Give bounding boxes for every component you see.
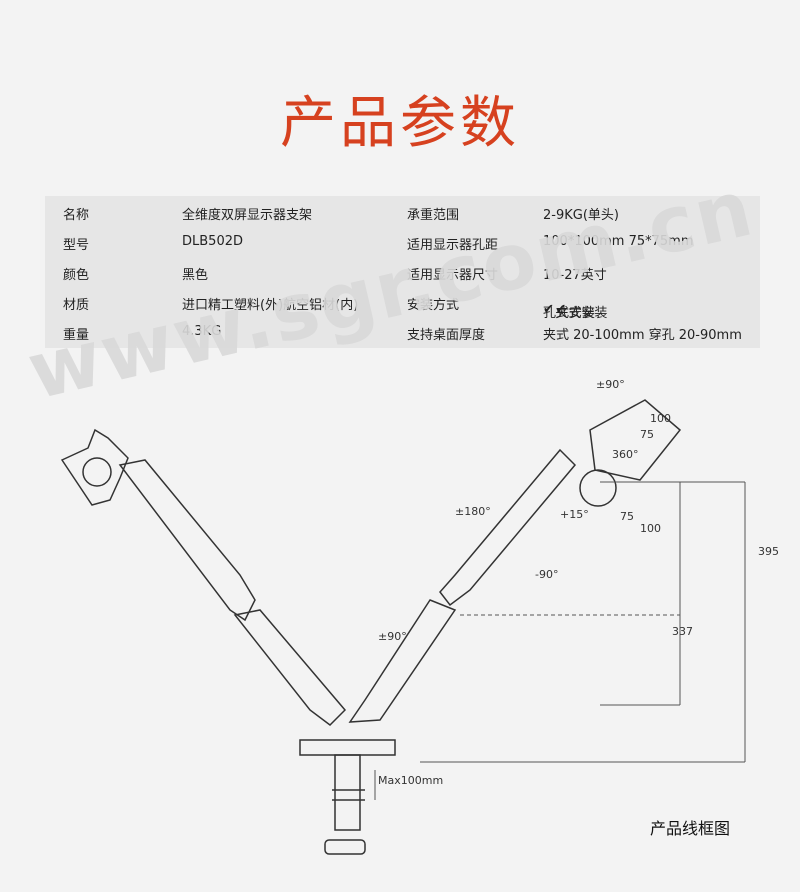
dim-label: 75 <box>640 428 654 441</box>
spec-value: 100*100mm 75*75mm <box>543 234 694 249</box>
dim-height: 395 <box>758 545 779 558</box>
dim-label: 75 <box>620 510 634 523</box>
spec-value: 4.3KG <box>182 324 222 339</box>
spec-value: 进口精工塑料(外)航空铝材(内) <box>182 298 359 313</box>
mount-diagram: ±90° ±180° ±90° 360° +15° -90° 100 75 75… <box>60 378 779 855</box>
base <box>299 739 396 756</box>
dim-height: 337 <box>672 625 693 638</box>
product-line-drawing: ±90° ±180° ±90° 360° +15° -90° 100 75 75… <box>0 360 800 892</box>
spec-label: 适用显示器尺寸 <box>407 268 499 283</box>
install-options: ✔孔式安装 ✔夹式安装 <box>543 294 607 321</box>
spec-value: 10-27英寸 <box>543 268 607 283</box>
dim-clamp: Max100mm <box>378 774 443 787</box>
dim-label: 100 <box>640 522 661 535</box>
spec-label: 安装方式 <box>407 298 460 313</box>
pole <box>334 754 361 831</box>
spec-label: 支持桌面厚度 <box>407 328 486 343</box>
page-title: 产品参数 <box>280 91 520 156</box>
spec-value: 夹式 20-100mm 穿孔 20-90mm <box>543 328 742 343</box>
spec-label: 颜色 <box>63 268 90 283</box>
spec-label: 重量 <box>63 328 90 343</box>
spec-label: 承重范围 <box>407 208 460 223</box>
right-upper-arm <box>439 448 577 607</box>
spec-row: 重量 4.3KG 支持桌面厚度 夹式 20-100mm 穿孔 20-90mm <box>45 316 760 346</box>
left-upper-arm <box>118 459 256 622</box>
rot-label: ±180° <box>455 505 491 518</box>
spec-row: 材质 进口精工塑料(外)航空铝材(内) 安装方式 ✔孔式安装 ✔夹式安装 <box>45 286 760 321</box>
rot-label: 360° <box>612 448 639 461</box>
spec-row: 颜色 黑色 适用显示器尺寸 10-27英寸 <box>45 256 760 286</box>
vesa-plate-left <box>60 428 129 506</box>
spec-value: 黑色 <box>182 268 209 283</box>
left-lower-arm <box>233 609 347 726</box>
vesa-plate-right <box>589 399 682 481</box>
spec-row: 名称 全维度双屏显示器支架 承重范围 2-9KG(单头) <box>45 196 760 226</box>
spec-label: 名称 <box>63 208 90 223</box>
spec-table: 名称 全维度双屏显示器支架 承重范围 2-9KG(单头) 型号 DLB502D … <box>45 196 760 348</box>
tilt-label: +15° <box>560 508 589 521</box>
install-clamp: 夹式安装 <box>555 306 608 321</box>
right-lower-arm <box>348 599 457 723</box>
dim-label: 100 <box>650 412 671 425</box>
rot-label: ±90° <box>378 630 407 643</box>
spec-label: 适用显示器孔距 <box>407 238 499 253</box>
check-icon: ✔ <box>555 302 567 317</box>
spec-value: 2-9KG(单头) <box>543 208 619 223</box>
tilt-label: -90° <box>535 568 558 581</box>
spec-value: 全维度双屏显示器支架 <box>182 208 313 223</box>
check-icon: ✔ <box>543 302 554 317</box>
spec-label: 材质 <box>63 298 90 313</box>
clamp-knob <box>324 839 366 855</box>
spec-row: 型号 DLB502D 适用显示器孔距 100*100mm 75*75mm <box>45 226 760 256</box>
diagram-caption: 产品线框图 <box>650 819 731 838</box>
spec-label: 型号 <box>63 238 90 253</box>
install-hole: 孔式安装 <box>543 306 596 321</box>
rot-label: ±90° <box>596 378 625 391</box>
spec-value: DLB502D <box>182 234 243 249</box>
